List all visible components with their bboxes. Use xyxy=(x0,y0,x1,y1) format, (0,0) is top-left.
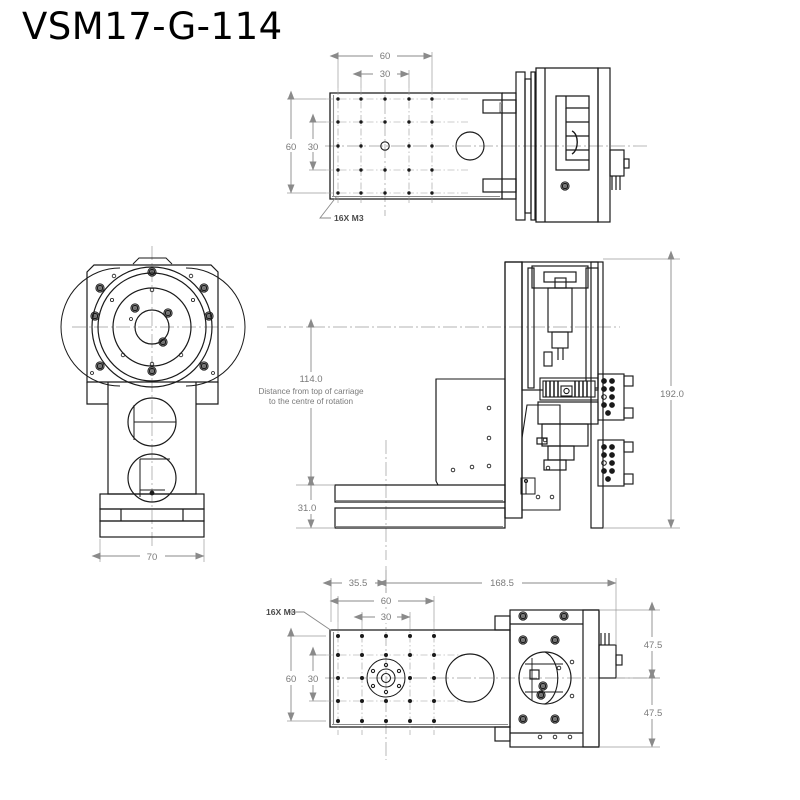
top-view-hole-grid-lines xyxy=(326,88,470,205)
top-view-end-connector xyxy=(597,67,630,223)
front-view-rotary-body xyxy=(60,257,246,388)
top-view-plate-edge-shade xyxy=(332,95,500,198)
bottom-view-base-plate xyxy=(329,629,511,728)
dimension-top-width-60: 60 xyxy=(329,48,433,88)
dimension-top-width-30: 30 xyxy=(352,66,410,88)
top-view-hole-callout: 16X M3 xyxy=(319,195,364,223)
bottom-view-end-connector xyxy=(598,633,623,679)
side-view-latch xyxy=(520,477,536,495)
front-view-centerlines xyxy=(72,246,234,560)
top-view-housing-screw xyxy=(560,181,570,191)
bottom-view-rotary-boss xyxy=(366,658,406,698)
rotation-note-line-2: to the centre of rotation xyxy=(269,397,354,406)
dimension-top-height-60: 60 xyxy=(280,90,326,194)
dimension-label: 47.5 xyxy=(644,640,663,651)
bottom-view-clearance-bore xyxy=(445,653,495,703)
dimension-bottom-width-60: 60 xyxy=(329,593,435,622)
bottom-view-housing-small-holes xyxy=(537,659,575,740)
rotation-note-line-1: Distance from top of carriage xyxy=(258,387,364,396)
dimension-label: 114.0 xyxy=(299,374,322,385)
side-view-gusset-right xyxy=(521,404,561,511)
side-view-gusset xyxy=(435,378,506,486)
dimension-label: 30 xyxy=(380,69,391,80)
dimension-label: 60 xyxy=(286,142,297,153)
dimension-bottom-height-60: 60 xyxy=(280,627,326,722)
dimension-label: 60 xyxy=(286,674,297,685)
dimension-label: 168.5 xyxy=(490,578,514,589)
bottom-view: 35.5 168.5 60 xyxy=(266,566,668,760)
side-view-centerlines xyxy=(267,326,620,560)
dimension-top-height-30: 30 xyxy=(302,113,326,171)
dimension-label: 192.0 xyxy=(660,389,684,400)
side-view: 192.0 31.0 114.0 Distance from top of ca… xyxy=(258,250,689,560)
dimension-side-height-192: 192.0 xyxy=(603,250,689,529)
dimension-side-height-31: 31.0 xyxy=(292,476,335,529)
dimension-label: 60 xyxy=(380,51,391,62)
side-view-base-shade xyxy=(336,500,503,527)
side-view-linear-stage xyxy=(521,261,599,391)
dimension-label: 31.0 xyxy=(298,503,317,514)
side-view-riser xyxy=(504,261,523,519)
page-title: VSM17-G-114 xyxy=(22,5,283,48)
top-view-rotary-housing xyxy=(535,67,599,223)
dimension-label: 30 xyxy=(308,674,319,685)
top-view-m3-hole-pattern xyxy=(336,97,434,195)
dimension-bottom-height-30: 30 xyxy=(302,646,326,702)
side-view-gusset-holes xyxy=(450,405,492,473)
dimension-side-height-114: 114.0 Distance from top of carriage to t… xyxy=(258,318,364,486)
side-view-gearbox xyxy=(536,401,599,471)
dimension-label: 30 xyxy=(381,612,392,623)
callout-label: 16X M3 xyxy=(334,213,364,223)
side-view-gusset-right-holes xyxy=(535,437,555,500)
bottom-view-m3-hole-pattern xyxy=(336,634,436,723)
dimension-label: 60 xyxy=(381,596,392,607)
side-view-encoder-block xyxy=(539,377,599,401)
front-view: 70 xyxy=(60,246,246,563)
front-view-base xyxy=(99,490,205,538)
dimension-bottom-width-30: 30 xyxy=(353,609,411,623)
dimension-label: 30 xyxy=(308,142,319,153)
dimension-bottom-length-1685: 168.5 xyxy=(377,575,617,645)
front-view-column xyxy=(86,382,219,503)
dimension-label: 35.5 xyxy=(349,578,368,589)
top-view: 60 30 60 xyxy=(280,48,650,223)
dimension-bottom-lower-475: 47.5 xyxy=(599,669,668,748)
side-view-base-foot xyxy=(334,484,506,529)
side-view-back-plate xyxy=(590,261,604,529)
dimension-label: 70 xyxy=(147,552,158,563)
front-view-small-holes xyxy=(90,273,215,375)
dimension-bottom-upper-475: 47.5 xyxy=(599,601,668,679)
bottom-view-plate-shade xyxy=(332,632,508,726)
dimension-label: 47.5 xyxy=(644,708,663,719)
side-view-motor-barrel xyxy=(543,277,573,367)
top-view-flange-stack xyxy=(515,71,536,221)
dimension-front-width-70: 70 xyxy=(91,539,205,563)
bottom-view-hole-callout: 16X M3 xyxy=(266,607,333,632)
callout-label: 16X M3 xyxy=(266,607,296,617)
